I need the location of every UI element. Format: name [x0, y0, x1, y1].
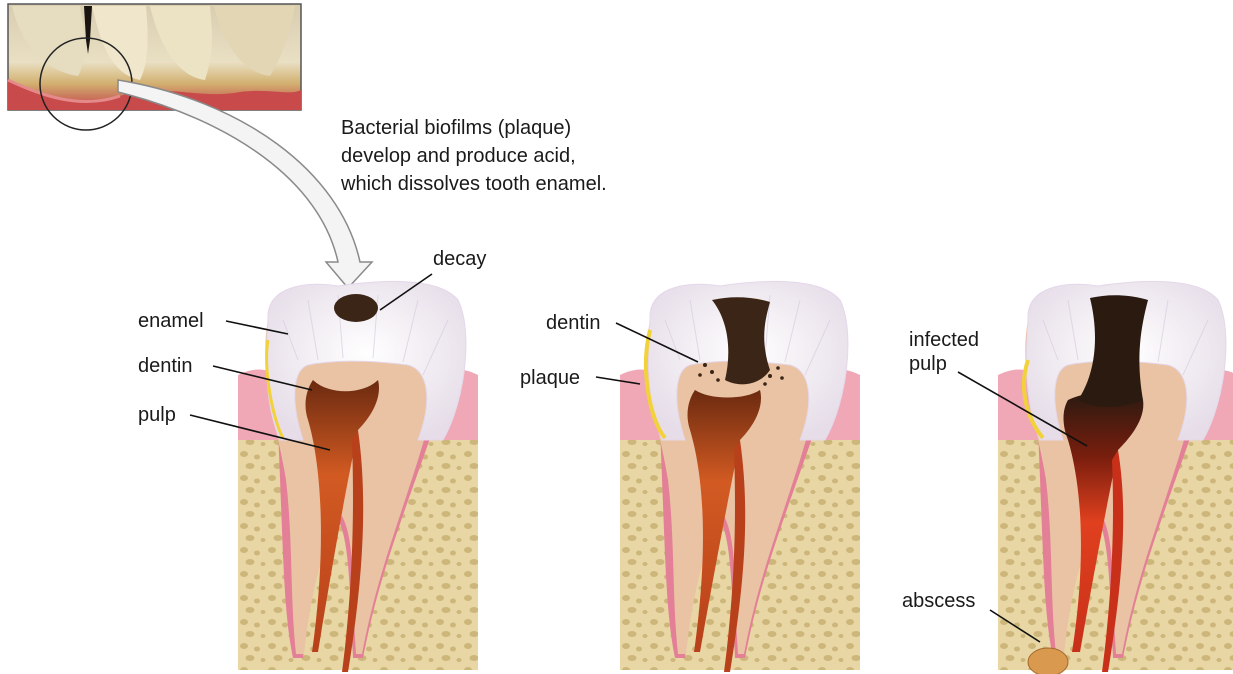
tooth-photo [8, 4, 301, 130]
label-dentin-1: dentin [138, 354, 193, 378]
label-decay: decay [433, 247, 486, 271]
label-plaque: plaque [520, 366, 580, 390]
label-infected-pulp-2: pulp [909, 352, 947, 376]
tooth-early-decay [238, 281, 478, 672]
caption-line-3: which dissolves tooth enamel. [341, 170, 607, 198]
label-abscess: abscess [902, 589, 975, 613]
caption-line-1: Bacterial biofilms (plaque) [341, 114, 607, 142]
tooth-dentin-decay [620, 281, 860, 672]
curved-arrow [118, 80, 372, 288]
label-enamel: enamel [138, 309, 204, 333]
caption: Bacterial biofilms (plaque) develop and … [341, 114, 607, 198]
caption-line-2: develop and produce acid, [341, 142, 607, 170]
label-infected-pulp-1: infected [909, 328, 979, 352]
label-pulp: pulp [138, 403, 176, 427]
label-dentin-2: dentin [546, 311, 601, 335]
tooth-infected-pulp [998, 281, 1233, 674]
